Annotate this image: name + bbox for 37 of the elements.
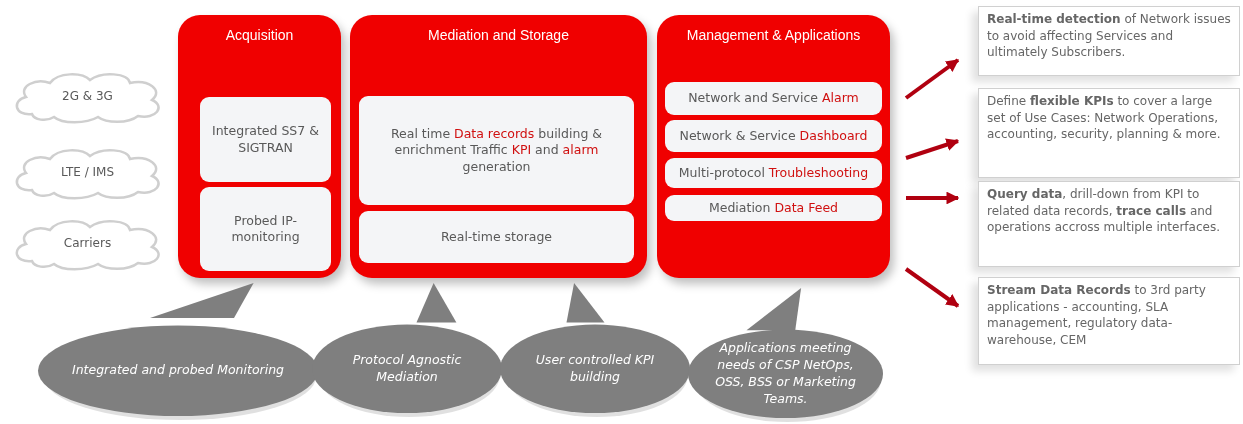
network-label: LTE / IMS <box>60 165 115 179</box>
function-box <box>665 158 882 188</box>
arrow <box>904 267 960 308</box>
description-text: Real-time detection of Network issues to avoid affecting Services and ultimately Subscribers. <box>987 12 1231 60</box>
network-label: 2G & 3G <box>62 89 113 103</box>
function-label: Probed IP-monitoring <box>230 212 301 246</box>
network-label: Carriers <box>63 236 112 250</box>
function-box <box>359 211 634 263</box>
description-text: Stream Data Records to 3rd party applications - accounting, SLA management, regulatory data-warehouse, CEM <box>987 283 1206 347</box>
description-box <box>978 277 1240 365</box>
layer-panel <box>350 15 647 278</box>
function-label: Real time Data records building & enrichment Traffic KPI and alarm generation <box>389 126 604 175</box>
function-label: Integrated SS7 & SIGTRAN <box>211 123 320 156</box>
arrow <box>905 138 960 160</box>
function-label: Mediation Data Feed <box>708 199 839 217</box>
function-box <box>665 82 882 115</box>
arrow <box>904 58 960 100</box>
description-box <box>978 88 1240 178</box>
arrow <box>906 191 960 205</box>
layer-panel <box>657 15 890 278</box>
description-box <box>978 181 1240 267</box>
panel-title: Management & Applications <box>685 27 862 43</box>
function-label: Network and Service Alarm <box>688 90 859 107</box>
description-text: Define flexible KPIs to cover a large set of Use Cases: Network Operations, accounting, security, planning & more. <box>987 94 1221 142</box>
description-text: Query data, drill-down from KPI to related data records, trace calls and operations accross multiple interfaces. <box>987 187 1220 235</box>
function-box <box>200 97 331 182</box>
function-box <box>200 187 331 271</box>
function-box <box>665 120 882 152</box>
function-label: Multi-protocol Troubleshooting <box>678 164 869 182</box>
layer-panel <box>178 15 341 278</box>
function-box <box>359 96 634 205</box>
panel-title: Acquisition <box>224 27 295 43</box>
function-box <box>665 195 882 221</box>
panel-title: Mediation and Storage <box>427 27 570 43</box>
function-label: Network & Service Dashboard <box>679 127 868 145</box>
description-box <box>978 6 1240 76</box>
function-label: Real-time storage <box>440 228 553 246</box>
